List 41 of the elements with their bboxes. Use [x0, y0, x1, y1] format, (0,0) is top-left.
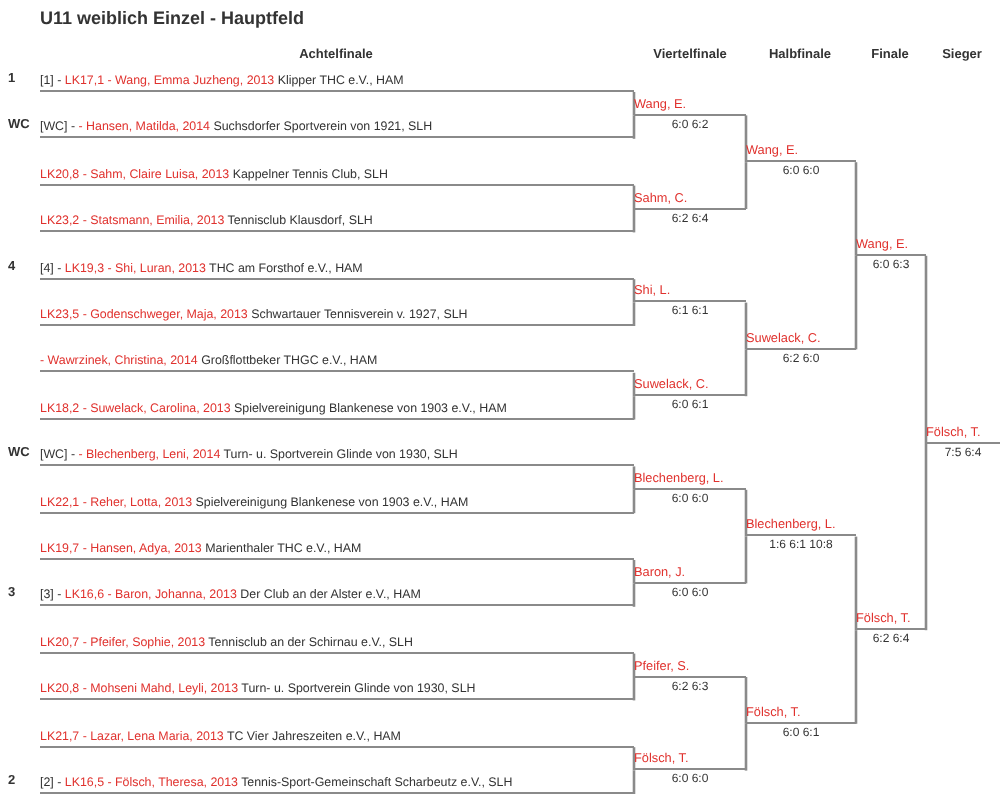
draw-line — [40, 165, 634, 186]
bracket-connector — [744, 677, 748, 724]
bracket-connector — [744, 162, 748, 209]
bracket-connector — [744, 723, 748, 771]
bracket-connector — [854, 255, 858, 350]
bracket-connector — [632, 279, 636, 303]
bracket-connector — [744, 536, 748, 584]
bracket-connector — [854, 162, 858, 256]
bracket-connector — [632, 209, 636, 233]
bracket-connector — [632, 466, 636, 490]
draw-line — [40, 399, 634, 420]
draw-line — [40, 306, 634, 326]
title: U11 weiblich Einzel - Hauptfeld — [40, 8, 305, 28]
draw-line — [40, 633, 634, 654]
bracket-connector — [632, 489, 636, 514]
bracket-connector — [632, 770, 636, 794]
bracket-connector — [854, 536, 858, 631]
draw-line — [40, 352, 634, 373]
bracket-connector — [632, 583, 636, 607]
bracket-connector — [632, 372, 636, 397]
bracket-connector — [632, 302, 636, 326]
bracket-connector — [632, 185, 636, 209]
bracket-connector — [924, 443, 928, 631]
bracket-connector — [632, 396, 636, 420]
bracket-connector — [744, 115, 748, 163]
bracket-connector — [632, 653, 636, 677]
draw-line — [40, 212, 634, 233]
draw-line — [40, 493, 634, 514]
bracket-connector — [632, 677, 636, 701]
draw-line — [40, 540, 634, 560]
bracket-connector — [924, 255, 928, 443]
bracket-connector — [632, 115, 636, 139]
bracket-connector — [632, 747, 636, 771]
draw-line — [40, 680, 634, 701]
draw-line — [40, 727, 634, 748]
bracket-connector — [854, 630, 858, 724]
bracket-connector — [744, 349, 748, 397]
bracket-connector — [744, 302, 748, 350]
bracket-connector — [632, 560, 636, 584]
bracket-connector — [744, 489, 748, 537]
bracket-connector — [632, 92, 636, 116]
